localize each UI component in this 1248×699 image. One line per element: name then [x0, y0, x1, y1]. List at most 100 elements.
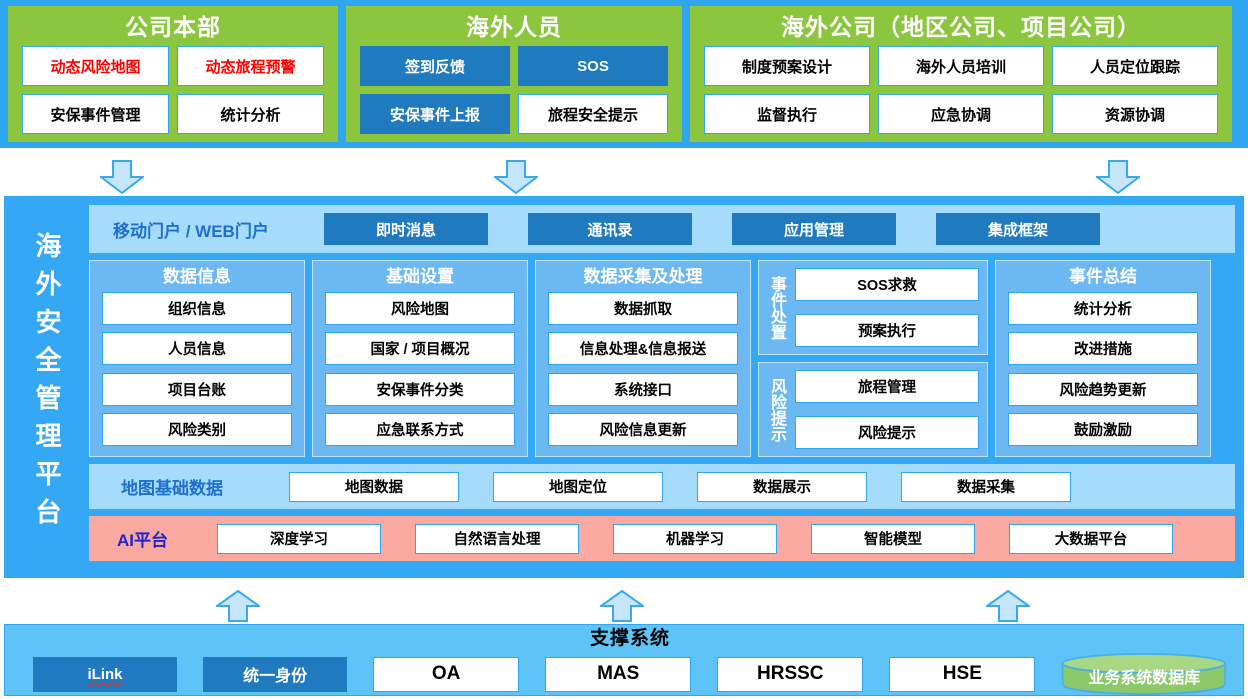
portal-button-contacts[interactable]: 通讯录 [528, 213, 692, 245]
panel-chip-grid: 制度预案设计 海外人员培训 人员定位跟踪 监督执行 应急协调 资源协调 [704, 46, 1218, 134]
map-item-data-display[interactable]: 数据展示 [697, 471, 867, 502]
down-arrow-icon-3 [1096, 160, 1140, 194]
panel-company-headquarters: 公司本部 动态风险地图 动态旅程预警 安保事件管理 统计分析 [8, 6, 338, 142]
panel-chip-grid: 动态风险地图 动态旅程预警 安保事件管理 统计分析 [22, 46, 324, 134]
subpanel-incident-handling: 事件处置 SOS求救 预案执行 [758, 260, 988, 355]
ai-item-machine-learning[interactable]: 机器学习 [613, 523, 777, 554]
chip-overseas-training[interactable]: 海外人员培训 [878, 46, 1044, 86]
platform-title-char-3: 全 [35, 345, 63, 375]
item-improvement-measures[interactable]: 改进措施 [1008, 332, 1198, 366]
chip-statistical-analysis[interactable]: 统计分析 [177, 94, 324, 134]
column-items: 组织信息 人员信息 项目台账 风险类别 [102, 290, 292, 448]
item-risk-category[interactable]: 风险类别 [102, 412, 292, 446]
chip-dynamic-risk-map[interactable]: 动态风险地图 [22, 46, 169, 86]
ai-item-deep-learning[interactable]: 深度学习 [217, 523, 381, 554]
ai-item-nlp[interactable]: 自然语言处理 [415, 523, 579, 554]
platform-title-char-1: 外 [35, 269, 63, 299]
system-business-database[interactable]: 业务系统数据库 [1061, 653, 1227, 695]
up-arrow-icon-2 [600, 590, 644, 622]
item-statistical-analysis[interactable]: 统计分析 [1008, 292, 1198, 325]
ai-row-label: AI平台 [117, 531, 168, 550]
item-risk-map[interactable]: 风险地图 [325, 292, 515, 325]
column-items: 风险地图 国家 / 项目概况 安保事件分类 应急联系方式 [325, 290, 515, 448]
column-title: 数据采集及处理 [583, 267, 703, 286]
item-encouragement-incentive[interactable]: 鼓励激励 [1008, 412, 1198, 446]
support-systems-section: 支撑系统 iLink 统一身份 OA MAS HRSSC HSE 业务系统数据库 [4, 624, 1244, 696]
portal-label: 移动门户 / WEB门户 [113, 221, 269, 241]
system-ilink[interactable]: iLink [33, 656, 178, 692]
item-plan-execution[interactable]: 预案执行 [795, 314, 979, 347]
item-info-processing-reporting[interactable]: 信息处理&信息报送 [548, 332, 738, 366]
panel-title: 海外人员 [466, 14, 562, 40]
item-project-ledger[interactable]: 项目台账 [102, 372, 292, 406]
chip-personnel-tracking[interactable]: 人员定位跟踪 [1052, 46, 1218, 86]
column-title: 数据信息 [163, 267, 231, 286]
chip-trip-safety-tips[interactable]: 旅程安全提示 [518, 94, 668, 134]
item-emergency-contact[interactable]: 应急联系方式 [325, 412, 515, 446]
platform-title-char-0: 海 [35, 231, 63, 261]
down-arrow-icon-1 [100, 160, 144, 194]
column-items: 数据抓取 信息处理&信息报送 系统接口 风险信息更新 [548, 290, 738, 448]
subpanel-vertical-label: 事件处置 [768, 275, 785, 340]
subpanel-vertical-label: 风险提示 [768, 377, 785, 442]
map-item-map-positioning[interactable]: 地图定位 [493, 471, 663, 502]
item-risk-trend-update[interactable]: 风险趋势更新 [1008, 372, 1198, 406]
panel-overseas-company: 海外公司（地区公司、项目公司） 制度预案设计 海外人员培训 人员定位跟踪 监督执… [690, 6, 1232, 142]
item-risk-info-update[interactable]: 风险信息更新 [548, 412, 738, 446]
down-arrow-icon-2 [494, 160, 538, 194]
item-incident-classification[interactable]: 安保事件分类 [325, 372, 515, 406]
column-data-information: 数据信息 组织信息 人员信息 项目台账 风险类别 [89, 260, 305, 457]
chip-incident-report[interactable]: 安保事件上报 [360, 94, 510, 134]
item-risk-tips[interactable]: 风险提示 [795, 416, 979, 449]
chip-dynamic-trip-alert[interactable]: 动态旅程预警 [177, 46, 324, 86]
column-title: 事件总结 [1069, 267, 1137, 286]
chip-policy-plan-design[interactable]: 制度预案设计 [704, 46, 870, 86]
subpanel-items: SOS求救 预案执行 [795, 266, 979, 349]
chip-checkin-feedback[interactable]: 签到反馈 [360, 46, 510, 86]
column-incident-summary: 事件总结 统计分析 改进措施 风险趋势更新 鼓励激励 [995, 260, 1211, 457]
up-arrow-icon-1 [216, 590, 260, 622]
map-base-data-row: 地图基础数据 地图数据 地图定位 数据展示 数据采集 [89, 464, 1235, 509]
platform-title-char-2: 安 [35, 307, 63, 337]
database-cylinder-icon [1062, 653, 1227, 695]
item-trip-management[interactable]: 旅程管理 [795, 370, 979, 403]
panel-overseas-personnel: 海外人员 签到反馈 SOS 安保事件上报 旅程安全提示 [346, 6, 682, 142]
panel-title: 海外公司（地区公司、项目公司） [781, 14, 1141, 40]
ai-item-big-data-platform[interactable]: 大数据平台 [1009, 523, 1173, 554]
chip-sos[interactable]: SOS [518, 46, 668, 86]
item-personnel-info[interactable]: 人员信息 [102, 332, 292, 366]
portal-row: 移动门户 / WEB门户 即时消息 通讯录 应用管理 集成框架 [89, 205, 1235, 253]
column-data-collection-processing: 数据采集及处理 数据抓取 信息处理&信息报送 系统接口 风险信息更新 [535, 260, 751, 457]
ai-item-intelligent-model[interactable]: 智能模型 [811, 523, 975, 554]
subpanel-risk-warning: 风险提示 旅程管理 风险提示 [758, 362, 988, 457]
platform-title-char-4: 管 [35, 383, 63, 413]
system-hse[interactable]: HSE [889, 656, 1036, 692]
item-country-project-overview[interactable]: 国家 / 项目概况 [325, 332, 515, 366]
system-hrssc[interactable]: HRSSC [717, 656, 864, 692]
ai-platform-row: AI平台 深度学习 自然语言处理 机器学习 智能模型 大数据平台 [89, 516, 1235, 561]
function-columns-row: 数据信息 组织信息 人员信息 项目台账 风险类别 基础设置 风险地图 国家 / … [89, 260, 1235, 457]
portal-button-instant-message[interactable]: 即时消息 [324, 213, 488, 245]
column-basic-settings: 基础设置 风险地图 国家 / 项目概况 安保事件分类 应急联系方式 [312, 260, 528, 457]
panel-title: 公司本部 [125, 14, 221, 40]
system-mas[interactable]: MAS [545, 656, 692, 692]
item-data-capture[interactable]: 数据抓取 [548, 292, 738, 325]
chip-security-incident-mgmt[interactable]: 安保事件管理 [22, 94, 169, 134]
item-sos-rescue[interactable]: SOS求救 [795, 268, 979, 301]
chip-resource-coordination[interactable]: 资源协调 [1052, 94, 1218, 134]
platform-title-char-5: 理 [35, 421, 63, 451]
map-item-data-collection[interactable]: 数据采集 [901, 471, 1071, 502]
up-arrow-icon-3 [986, 590, 1030, 622]
platform-title-char-6: 平 [35, 459, 63, 489]
chip-supervision-execution[interactable]: 监督执行 [704, 94, 870, 134]
item-org-info[interactable]: 组织信息 [102, 292, 292, 325]
overseas-safety-platform: 海 外 安 全 管 理 平 台 移动门户 / WEB门户 即时消息 通讯录 应用… [4, 196, 1244, 578]
item-system-interface[interactable]: 系统接口 [548, 372, 738, 406]
system-oa[interactable]: OA [373, 656, 520, 692]
system-unified-identity[interactable]: 统一身份 [203, 656, 348, 692]
portal-button-integration-framework[interactable]: 集成框架 [936, 213, 1100, 245]
chip-emergency-coordination[interactable]: 应急协调 [878, 94, 1044, 134]
portal-button-app-management[interactable]: 应用管理 [732, 213, 896, 245]
platform-content: 移动门户 / WEB门户 即时消息 通讯录 应用管理 集成框架 数据信息 组织信… [85, 205, 1235, 569]
map-item-map-data[interactable]: 地图数据 [289, 471, 459, 502]
